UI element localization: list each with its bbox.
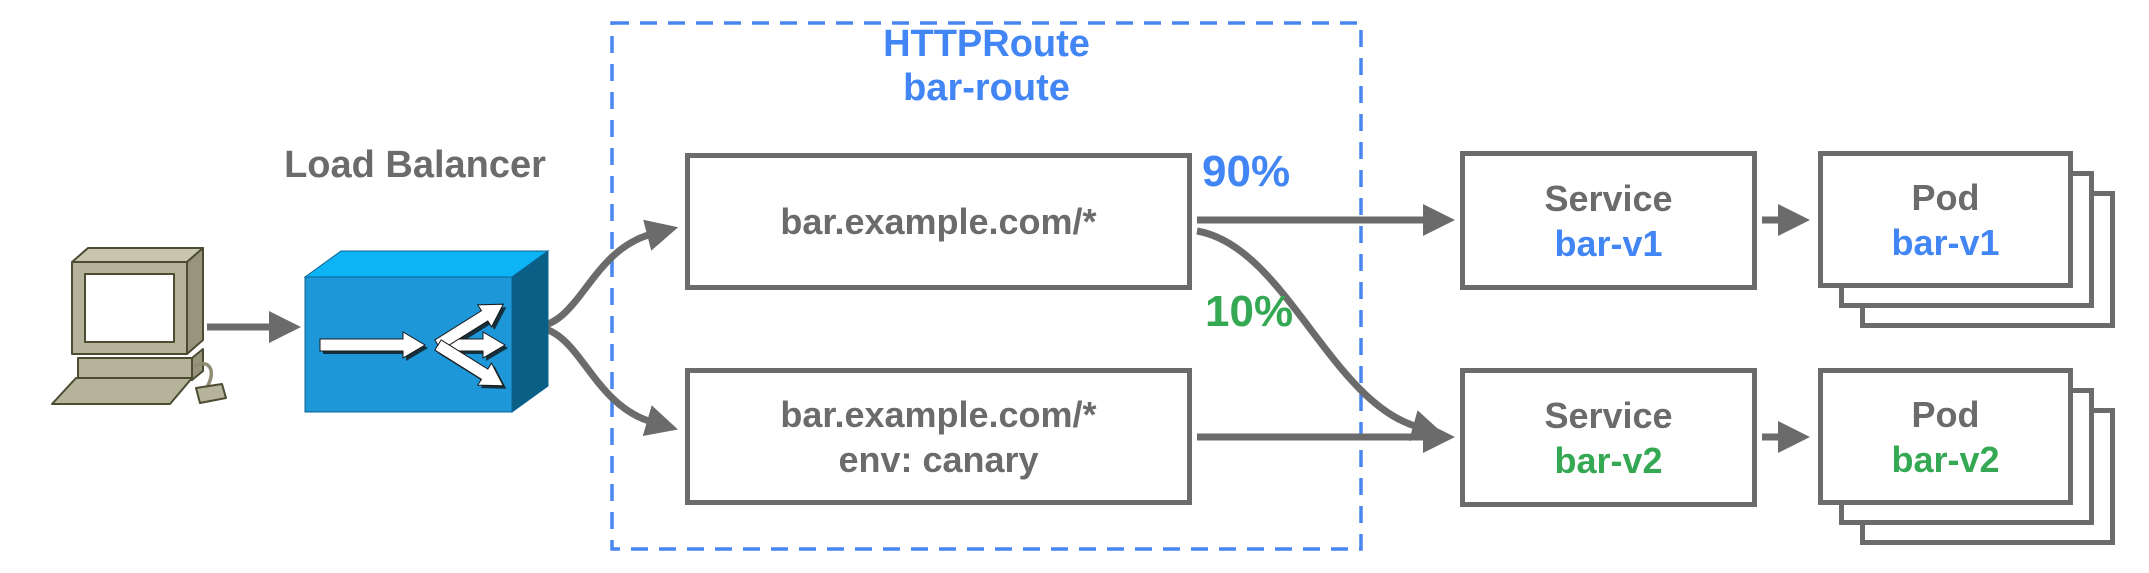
service-name-label: bar-v1 <box>1554 222 1663 264</box>
pod-box-bar-v1: Pod bar-v1 <box>1818 151 2073 288</box>
load-balancer-icon <box>303 250 550 413</box>
monitor-top-face <box>71 247 204 263</box>
desktop-computer-icon <box>51 247 227 405</box>
rule-match-header: env: canary <box>838 438 1039 480</box>
monitor-side-face <box>186 247 204 355</box>
httproute-kind: HTTPRoute <box>883 23 1090 65</box>
service-kind-label: Service <box>1544 177 1673 219</box>
weight-90-label: 90% <box>1202 147 1291 196</box>
service-kind-label: Service <box>1544 394 1673 436</box>
arrow-lb-to-rule1 <box>532 219 679 331</box>
mouse <box>195 383 227 404</box>
lb-top-face <box>303 250 550 278</box>
weight-10-label: 10% <box>1205 287 1294 336</box>
service-box-bar-v2: Service bar-v2 <box>1460 368 1757 507</box>
service-box-bar-v1: Service bar-v1 <box>1460 151 1757 290</box>
pod-name-label: bar-v1 <box>1891 221 2000 263</box>
lb-side-face <box>511 250 549 413</box>
arrow-lb-to-rule2 <box>532 323 678 436</box>
pod-kind-label: Pod <box>1911 176 1980 218</box>
service-name-label: bar-v2 <box>1554 439 1663 481</box>
mouse-cable <box>192 361 214 388</box>
rule-match-hostname: bar.example.com/* <box>780 393 1097 435</box>
computer-base <box>77 357 193 381</box>
rule-match-hostname: bar.example.com/* <box>780 201 1097 242</box>
pod-kind-label: Pod <box>1911 393 1980 435</box>
connector-arrows <box>207 204 1810 453</box>
keyboard <box>51 377 193 405</box>
httproute-dashed-boundary <box>610 21 1363 551</box>
lb-split-arrows <box>319 303 508 389</box>
httproute-name: bar-route <box>903 67 1070 109</box>
arrow-rule1-to-service-v2-10 <box>1196 227 1444 442</box>
httproute-title: HTTPRoute bar-route <box>612 22 1361 110</box>
rule-box-canary: bar.example.com/* env: canary <box>685 368 1192 505</box>
pod-box-bar-v2: Pod bar-v2 <box>1818 368 2073 505</box>
rule-box-default: bar.example.com/* <box>685 153 1192 290</box>
pod-name-label: bar-v2 <box>1891 438 2000 480</box>
monitor-screen <box>84 273 175 343</box>
load-balancer-label: Load Balancer <box>284 144 546 186</box>
